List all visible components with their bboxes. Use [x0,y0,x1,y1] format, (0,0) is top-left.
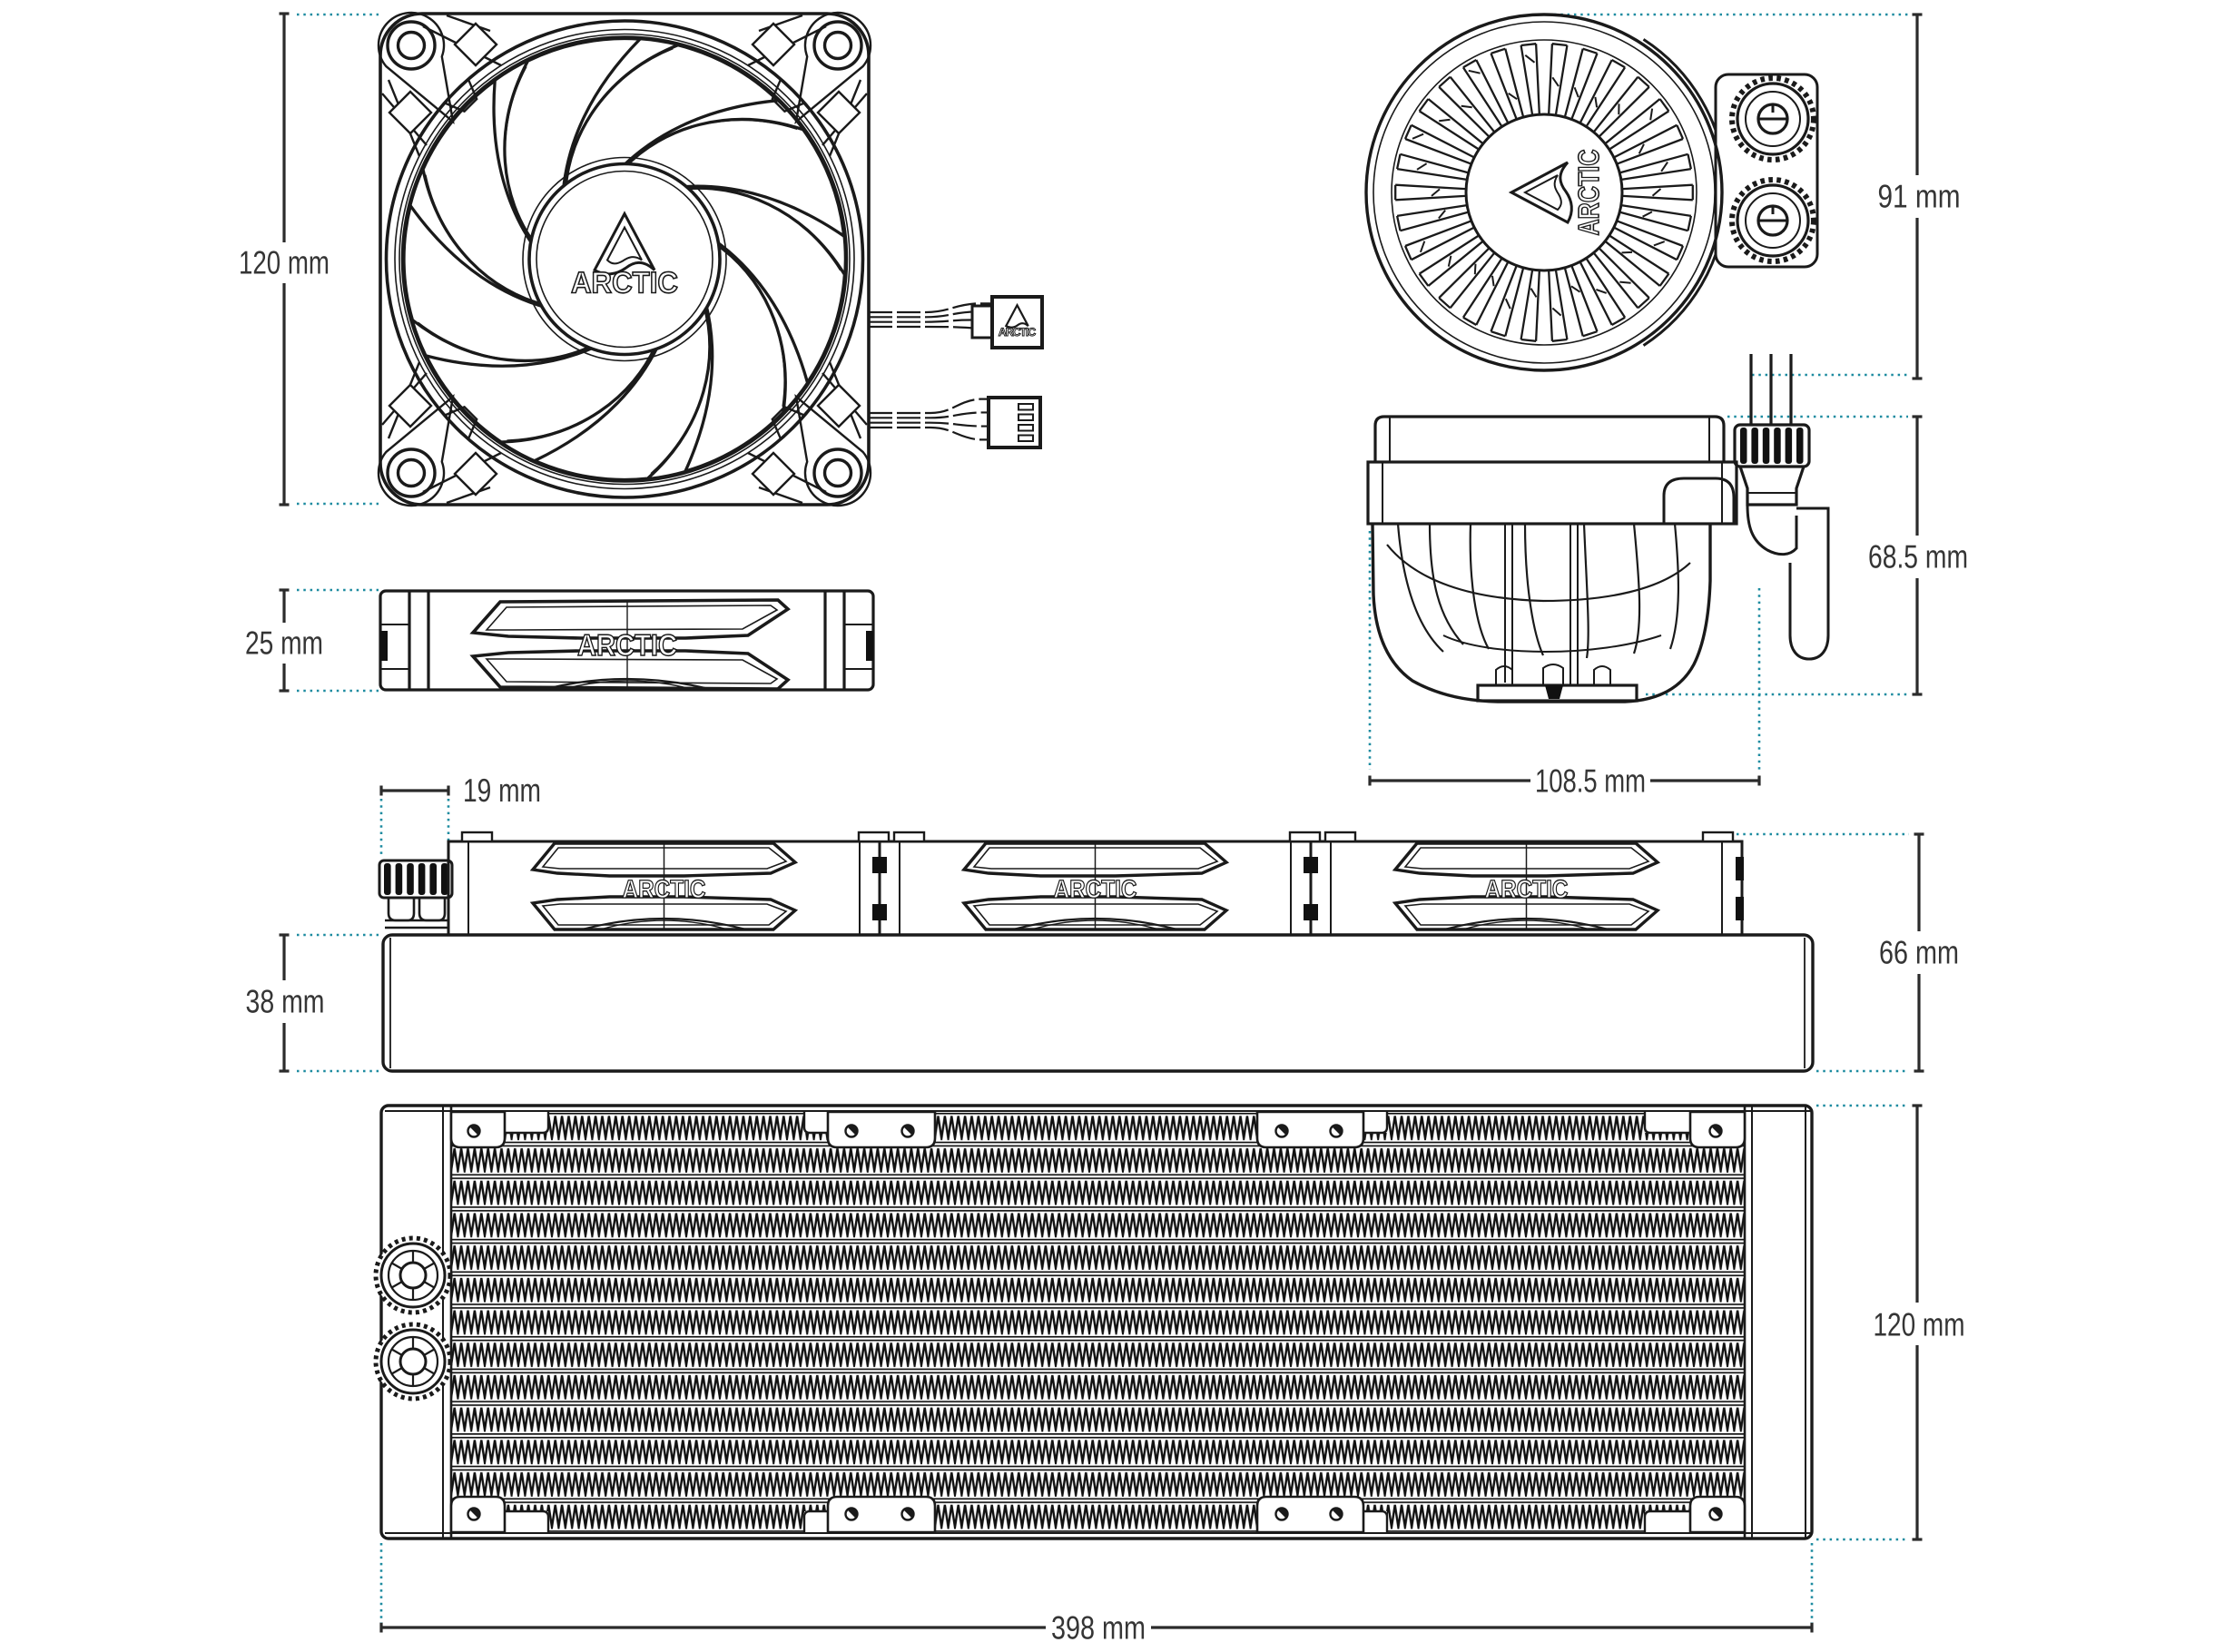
svg-text:108.5 mm: 108.5 mm [1535,762,1646,800]
svg-text:ARCTIC: ARCTIC [577,628,677,662]
svg-text:66 mm: 66 mm [1879,934,1959,971]
svg-text:25 mm: 25 mm [245,624,323,662]
svg-text:ARCTIC: ARCTIC [1054,875,1137,903]
svg-text:ARCTIC: ARCTIC [1485,875,1569,903]
svg-text:120 mm: 120 mm [1874,1306,1965,1343]
svg-text:38 mm: 38 mm [246,983,325,1020]
svg-text:ARCTIC: ARCTIC [571,266,678,300]
svg-text:ARCTIC: ARCTIC [999,326,1036,339]
svg-text:91 mm: 91 mm [1878,178,1961,215]
svg-text:68.5 mm: 68.5 mm [1868,538,1968,575]
svg-text:120 mm: 120 mm [239,244,330,281]
svg-text:ARCTIC: ARCTIC [1572,150,1605,236]
svg-text:19 mm: 19 mm [463,772,541,809]
svg-text:ARCTIC: ARCTIC [623,875,706,903]
svg-text:398 mm: 398 mm [1051,1609,1146,1647]
